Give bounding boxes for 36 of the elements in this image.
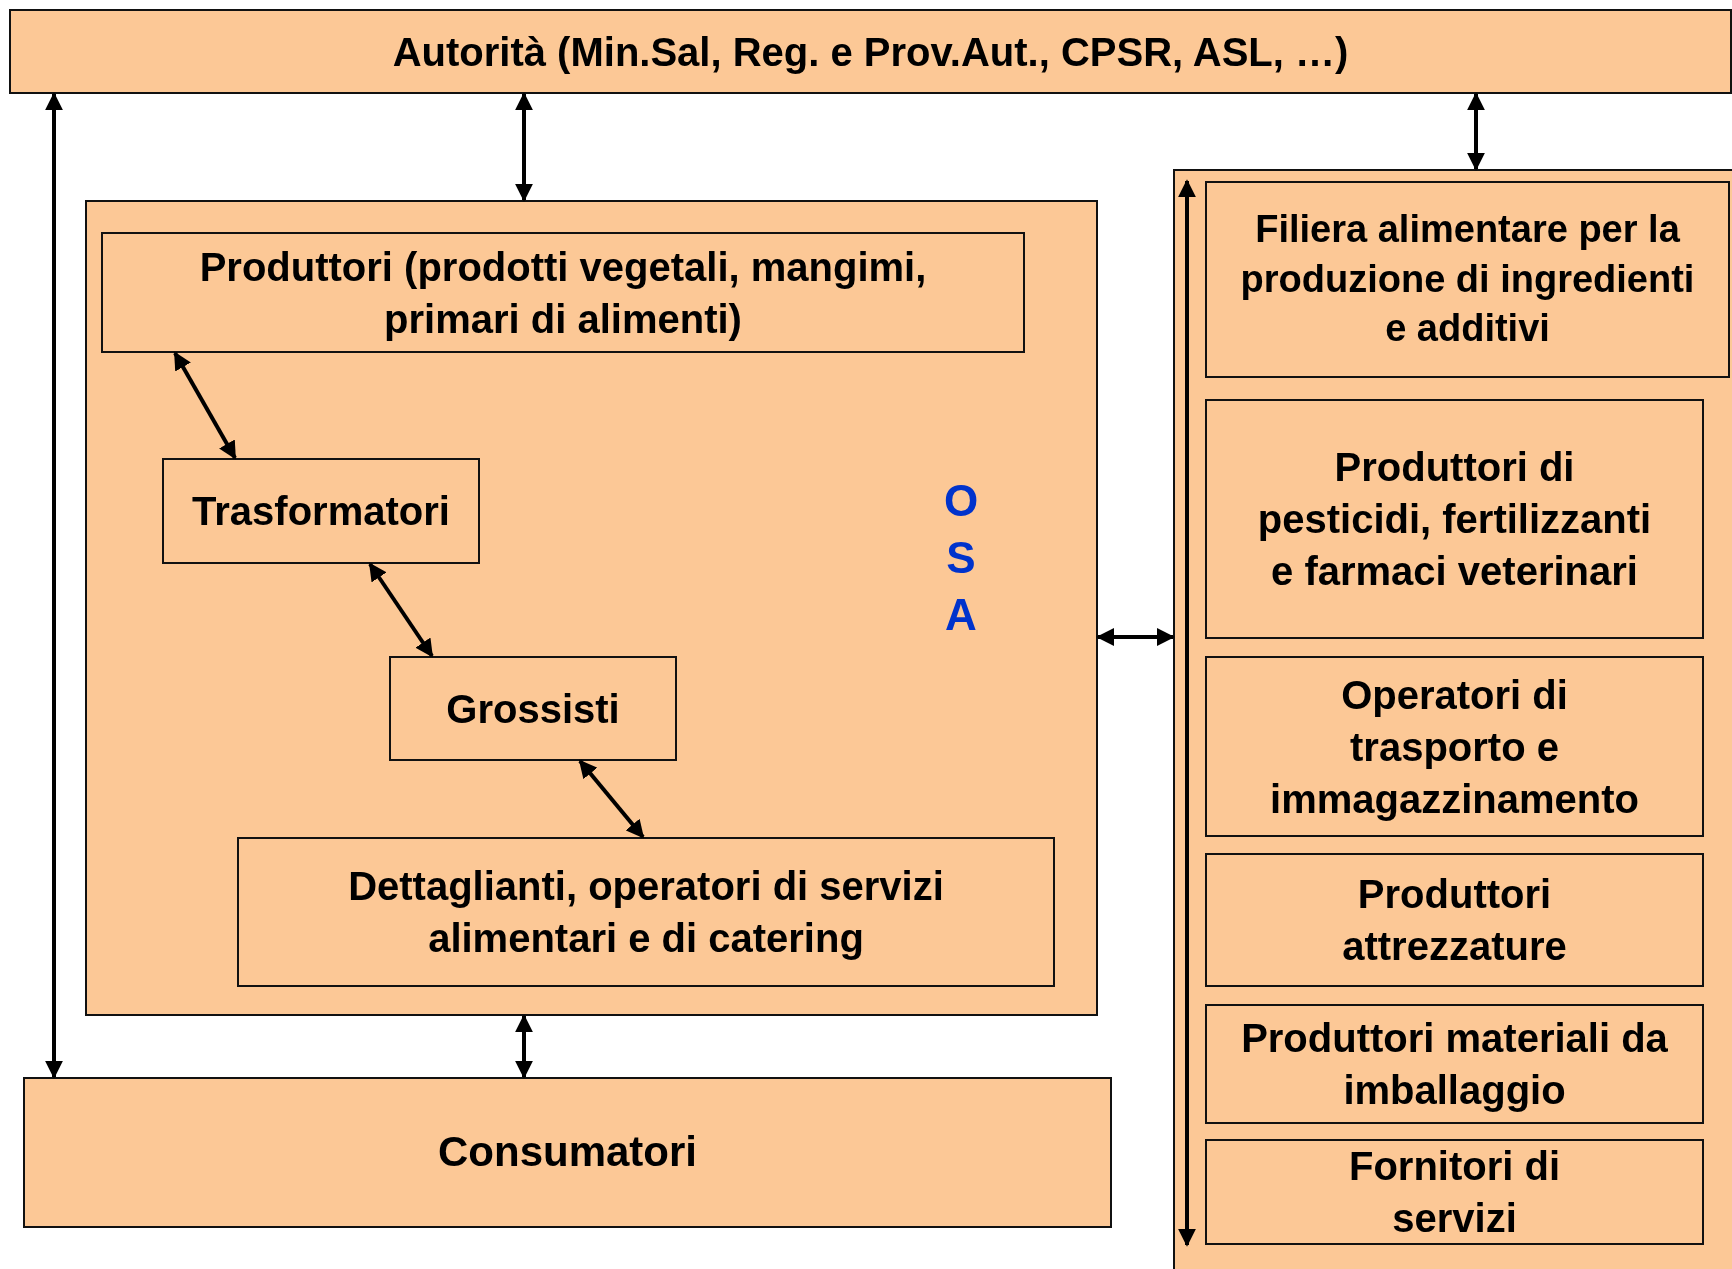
process-box [237, 837, 1055, 987]
box-label: Produttori di pesticidi, fertilizzanti e farmaci veterinari [1256, 444, 1653, 595]
box-label: Consumatori [438, 1127, 697, 1178]
process-box [1205, 853, 1704, 987]
process-box [101, 232, 1025, 353]
box-label: Filiera alimentare per la produzione di ingredienti e additivi [1239, 207, 1696, 352]
process-box [1205, 656, 1704, 837]
box-label: Produttori attrezzature [1341, 871, 1568, 970]
box-label: Produttori materiali da imballaggio [1240, 1015, 1669, 1114]
process-box [23, 1077, 1112, 1228]
arrow [578, 759, 645, 839]
arrow [45, 92, 63, 1079]
process-box [1205, 1139, 1704, 1245]
box-label: Operatori di trasporto e immagazzinamento [1269, 671, 1640, 823]
process-box [1205, 399, 1704, 639]
process-box [9, 9, 1732, 94]
process-box [162, 458, 480, 564]
arrow [1467, 92, 1485, 171]
box-label: Fornitori di servizi [1347, 1143, 1562, 1242]
process-box [1205, 181, 1730, 378]
arrow [173, 351, 237, 460]
box-label: Dettaglianti, operatori di servizi alimentari e di catering [347, 863, 945, 962]
arrow [515, 92, 533, 202]
box-label: Trasformatori [192, 488, 450, 535]
arrow [1178, 179, 1196, 1247]
group-box [85, 200, 1098, 1016]
group-box [1173, 169, 1732, 1269]
process-box [389, 656, 677, 761]
box-label: Produttori (prodotti vegetali, mangimi, primari di alimenti) [198, 243, 928, 343]
arrow [515, 1014, 533, 1079]
box-label: Grossisti [446, 685, 620, 733]
arrow [368, 562, 434, 658]
group-label: OSA [942, 475, 980, 642]
box-label: Autorità (Min.Sal, Reg. e Prov.Aut., CPSR, ASL, …) [392, 28, 1349, 76]
arrow [1096, 628, 1175, 646]
process-box [1205, 1004, 1704, 1124]
